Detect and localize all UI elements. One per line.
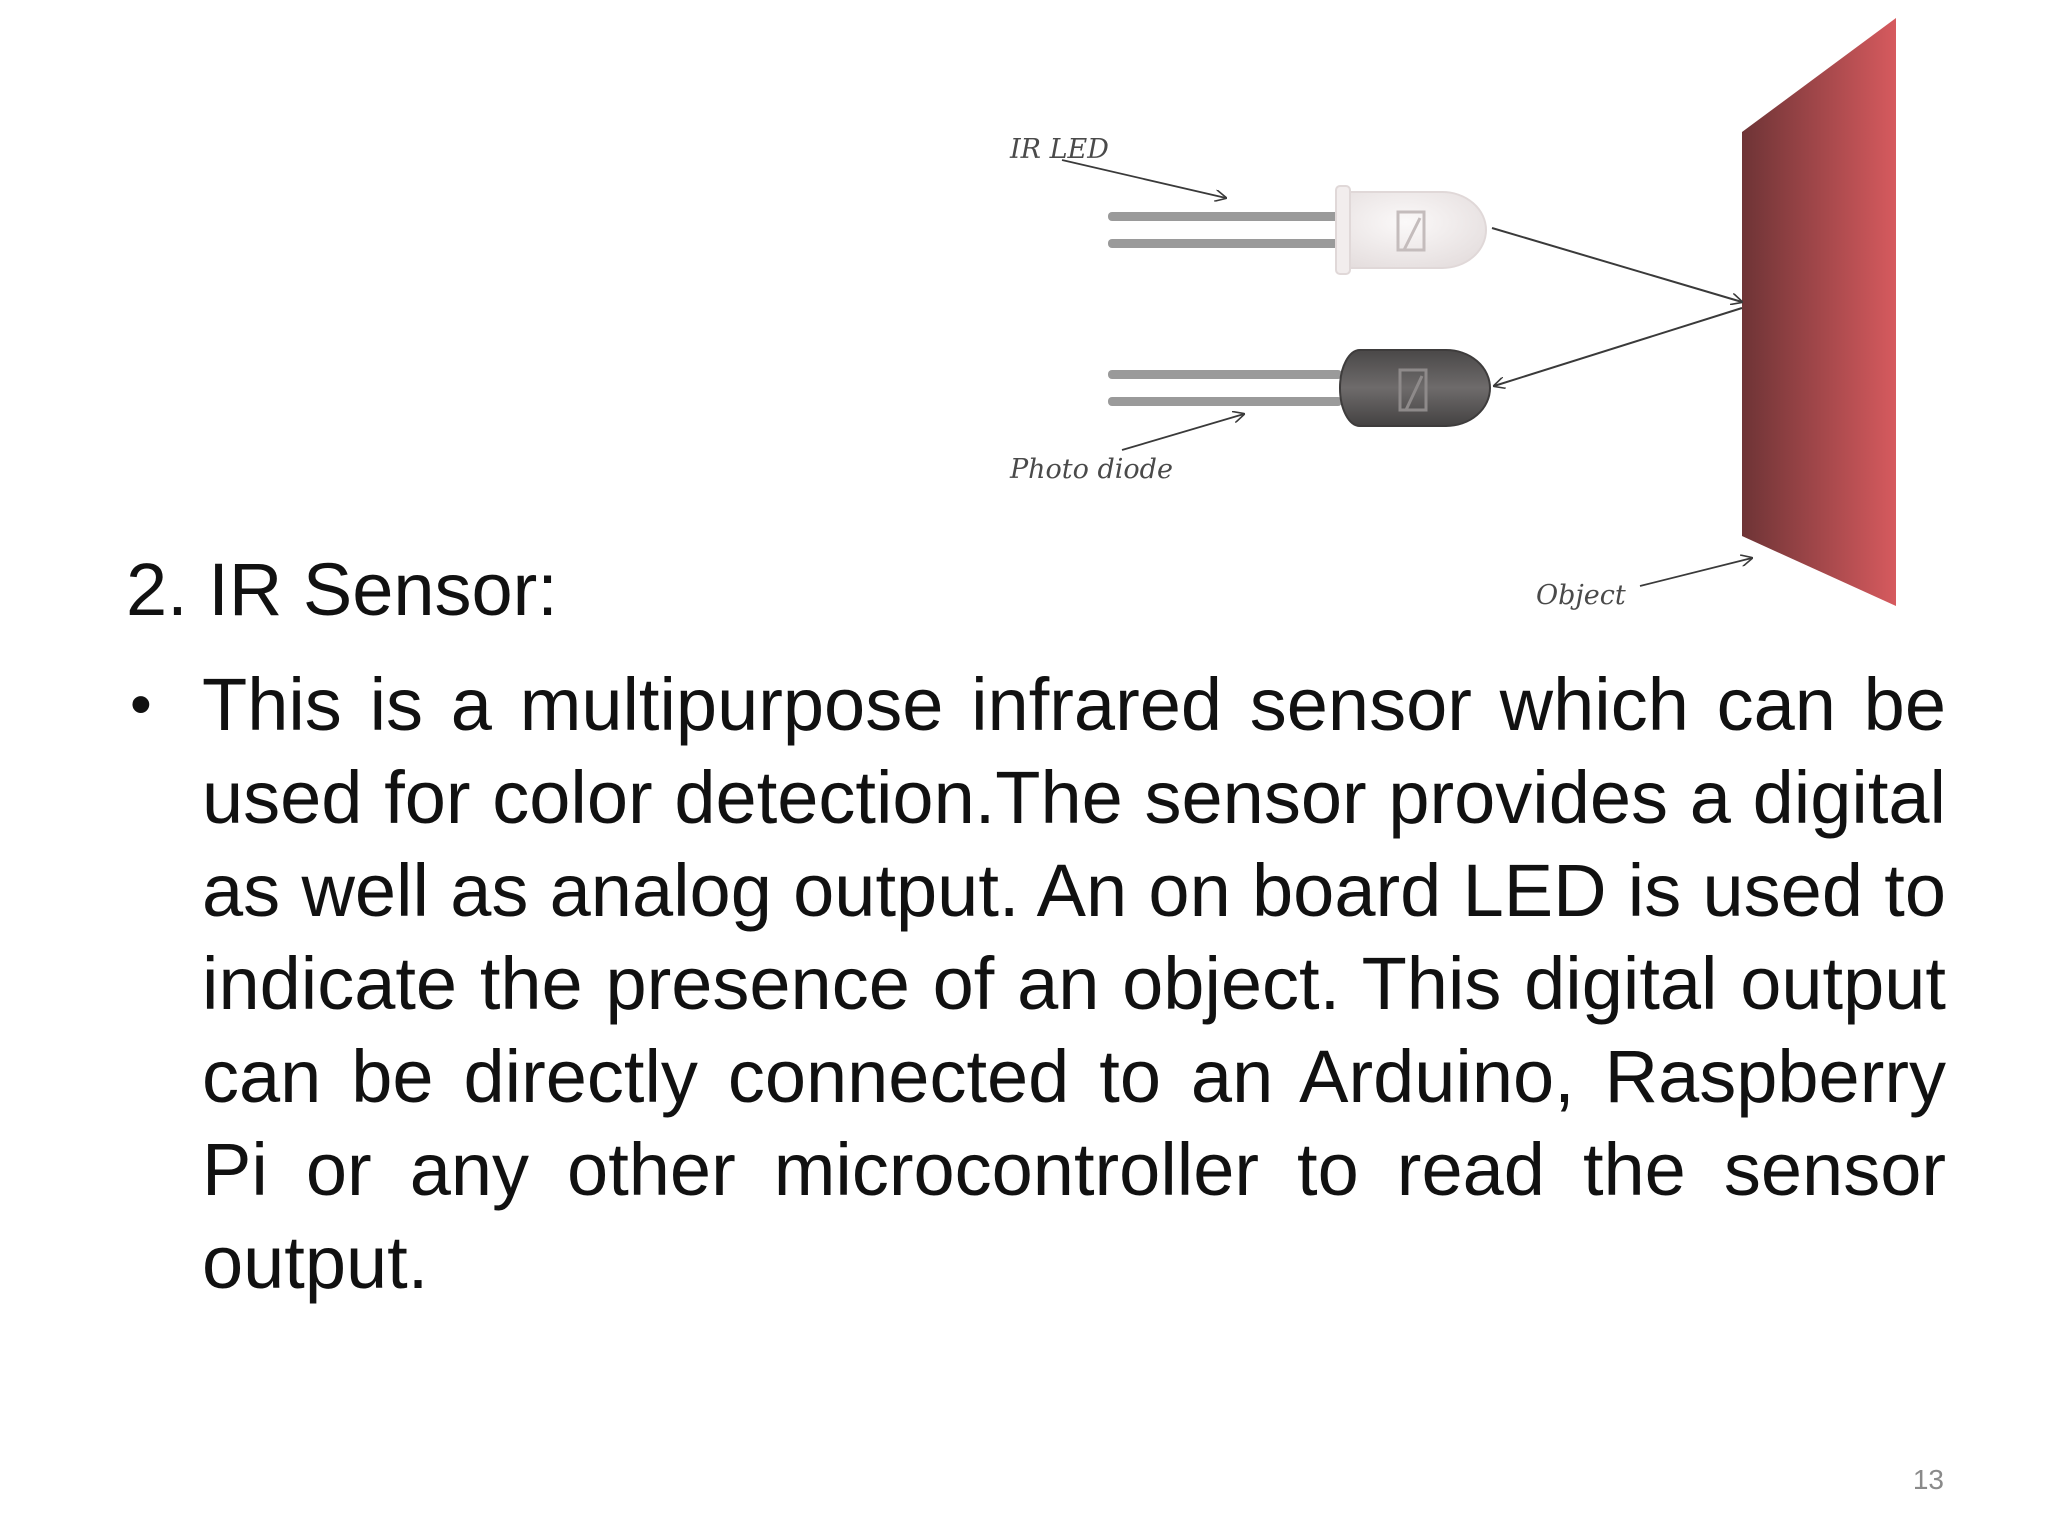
photodiode-label: Photo diode bbox=[1009, 454, 1173, 485]
object-panel bbox=[1742, 18, 1896, 606]
bullet-text: This is a multipurpose infrared sensor w… bbox=[202, 663, 1946, 1304]
emitted-ray bbox=[1491, 227, 1742, 302]
photodiode-pointer bbox=[1121, 414, 1244, 451]
page-number: 13 bbox=[1912, 1464, 1944, 1495]
reflected-ray bbox=[1494, 307, 1743, 386]
bullet-list: • This is a multipurpose infrared sensor… bbox=[126, 658, 1946, 1309]
bullet-item: • This is a multipurpose infrared sensor… bbox=[126, 658, 1946, 1309]
ir-led-label: IR LED bbox=[1009, 134, 1109, 165]
bullet-dot-icon: • bbox=[130, 670, 152, 739]
ir-sensor-diagram: IR LED Photo diode Object bbox=[0, 0, 2048, 640]
object-label: Object bbox=[1536, 580, 1626, 611]
ir-led-pointer bbox=[1061, 159, 1226, 198]
photodiode-lead-top bbox=[1108, 370, 1342, 379]
object-pointer bbox=[1639, 558, 1752, 587]
ir-sensor-diagram-svg: IR LED Photo diode Object bbox=[1009, 18, 1896, 611]
slide-heading: 2. IR Sensor: bbox=[126, 548, 558, 631]
ir-led-lead-top bbox=[1108, 212, 1342, 221]
ir-led-lead-bottom bbox=[1108, 239, 1342, 248]
photodiode-lead-bottom bbox=[1108, 397, 1342, 406]
